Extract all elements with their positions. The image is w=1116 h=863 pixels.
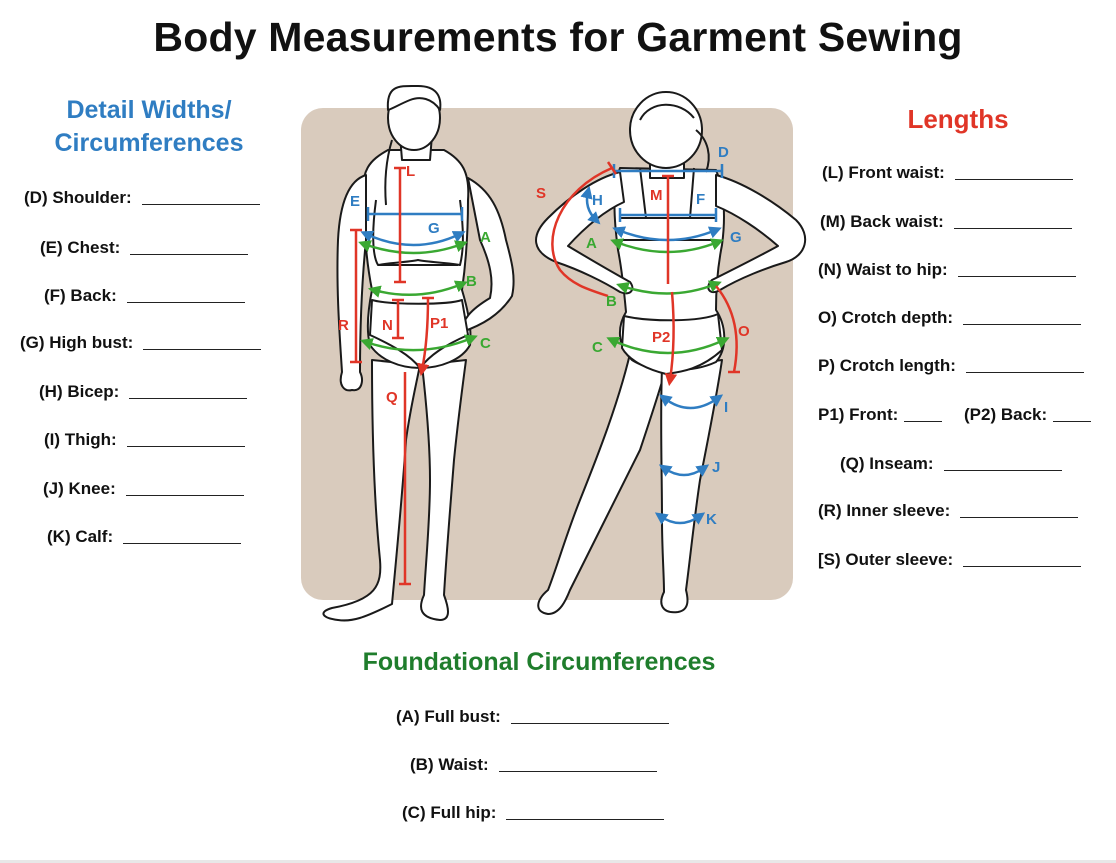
inner-sleeve-blank[interactable] [960, 517, 1079, 518]
full-bust-blank[interactable] [510, 723, 669, 724]
inseam-field: (Q) Inseam: [840, 454, 1062, 474]
chest-blank[interactable] [130, 254, 249, 255]
bicep-blank[interactable] [129, 398, 248, 399]
crotch-front-field: P1) Front: [818, 405, 943, 425]
crotch-length-field: P) Crotch length: [818, 356, 1084, 376]
waist-blank[interactable] [498, 771, 657, 772]
waist-to-hip-field: (N) Waist to hip: [818, 260, 1076, 280]
label-front-p1: P1 [430, 315, 448, 332]
crotch-depth-blank[interactable] [963, 324, 1082, 325]
back-field: (F) Back: [44, 286, 245, 306]
back-measurements [551, 161, 740, 525]
label-back-s: S [536, 185, 546, 202]
crotch-front-blank[interactable] [904, 421, 943, 422]
front-waist-field: (L) Front waist: [822, 163, 1073, 183]
high-bust-blank[interactable] [143, 349, 262, 350]
calf-blank[interactable] [123, 543, 242, 544]
knee-field: (J) Knee: [43, 479, 244, 499]
label-back-b: B [606, 293, 617, 310]
outer-sleeve-field: [S) Outer sleeve: [818, 550, 1082, 570]
crotch-depth-field: O) Crotch depth: [818, 308, 1082, 328]
knee-blank[interactable] [125, 495, 244, 496]
label-back-c: C [592, 339, 603, 356]
detail-widths-heading: Detail Widths/ Circumferences [20, 94, 278, 160]
inner-sleeve-field: (R) Inner sleeve: [818, 501, 1079, 521]
label-front-c: C [480, 335, 491, 352]
calf-field: (K) Calf: [47, 527, 242, 547]
front-measurements [350, 166, 478, 586]
thigh-blank[interactable] [126, 446, 245, 447]
inseam-blank[interactable] [943, 470, 1062, 471]
page-title: Body Measurements for Garment Sewing [153, 14, 963, 60]
detail-heading-line-2: Circumferences [54, 129, 244, 157]
waist-field: (B) Waist: [410, 755, 657, 775]
label-back-j: J [712, 459, 720, 476]
chest-field: (E) Chest: [40, 238, 249, 258]
outer-sleeve-blank[interactable] [963, 566, 1082, 567]
label-front-n: N [382, 317, 393, 334]
shoulder-blank[interactable] [141, 204, 260, 205]
label-back-d: D [718, 144, 729, 161]
label-front-l: L [406, 163, 415, 180]
waist-to-hip-blank[interactable] [957, 276, 1076, 277]
label-front-a: A [480, 229, 491, 246]
shoulder-field: (D) Shoulder: [24, 188, 260, 208]
label-front-e: E [350, 193, 360, 210]
full-hip-field: (C) Full hip: [402, 803, 665, 823]
label-back-k: K [706, 511, 717, 528]
full-hip-blank[interactable] [506, 819, 665, 820]
crotch-back-field: (P2) Back: [964, 405, 1092, 425]
label-back-g: G [730, 229, 742, 246]
figure-labels: E G A B C L N P1 R Q D S H M F G A B C P… [338, 144, 750, 528]
back-waist-blank[interactable] [953, 228, 1072, 229]
label-back-h: H [592, 192, 603, 209]
label-back-p2: P2 [652, 329, 670, 346]
back-waist-field: (M) Back waist: [820, 212, 1072, 232]
label-back-i: I [724, 399, 728, 416]
high-bust-field: (G) High bust: [20, 333, 262, 353]
foundational-heading: Foundational Circumferences [362, 648, 716, 676]
front-figure [322, 84, 515, 622]
label-back-f: F [696, 191, 705, 208]
thigh-field: (I) Thigh: [44, 430, 245, 450]
label-back-m: M [650, 187, 663, 204]
lengths-heading: Lengths [907, 104, 1009, 134]
full-bust-field: (A) Full bust: [396, 707, 669, 727]
label-front-r: R [338, 317, 349, 334]
front-waist-blank[interactable] [954, 179, 1073, 180]
back-figure [535, 91, 806, 615]
label-back-o: O [738, 323, 750, 340]
label-front-b: B [466, 273, 477, 290]
detail-heading-line-1: Detail Widths/ [66, 96, 232, 124]
back-blank[interactable] [126, 302, 245, 303]
bottom-divider [0, 860, 1116, 863]
label-front-g: G [428, 220, 440, 237]
label-front-q: Q [386, 389, 398, 406]
crotch-back-blank[interactable] [1053, 421, 1092, 422]
crotch-length-blank[interactable] [965, 372, 1084, 373]
label-back-a: A [586, 235, 597, 252]
bicep-field: (H) Bicep: [39, 382, 248, 402]
